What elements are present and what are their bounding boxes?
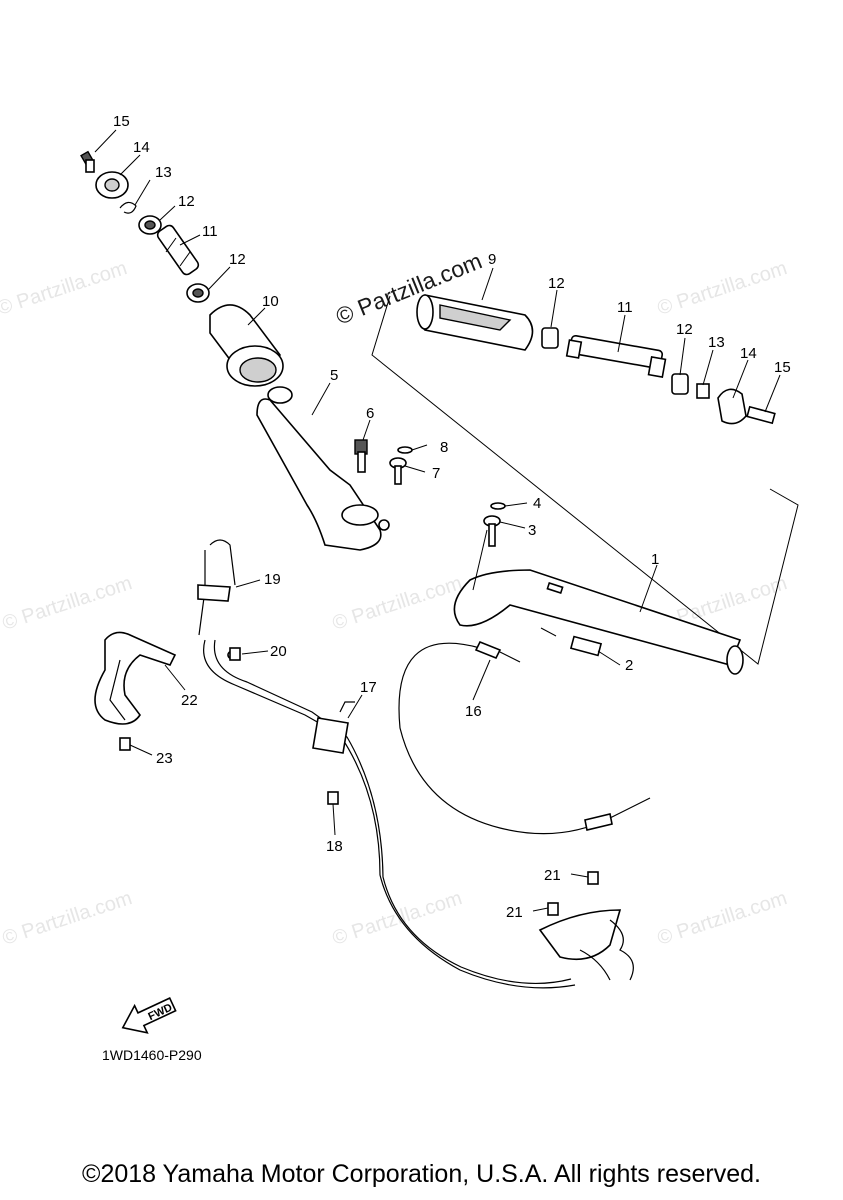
fwd-label: FWD	[146, 1002, 174, 1023]
callout-9: 9	[488, 251, 496, 268]
watermark-faint: © Partzilla.com	[655, 257, 790, 320]
watermark-faint: © Partzilla.com	[655, 887, 790, 950]
bolt-2	[569, 635, 603, 657]
right-grip-parts	[416, 294, 776, 425]
throttle-grip-10	[209, 304, 284, 387]
callout-11-left: 11	[202, 223, 218, 240]
bar-end-14-left	[95, 171, 129, 199]
watermark-faint: © Partzilla.com	[0, 257, 130, 320]
callout-12-right-b: 12	[676, 321, 693, 338]
screw-15-left	[80, 150, 95, 173]
cable-16	[398, 640, 651, 835]
pin-6	[354, 439, 368, 473]
callout-23: 23	[156, 750, 173, 767]
nut-12-left-b	[186, 283, 210, 303]
callout-15-left: 15	[113, 113, 130, 130]
callout-14-left: 14	[133, 139, 150, 156]
exploded-box	[371, 295, 799, 665]
nut-12-right-a	[541, 327, 559, 349]
fwd-arrow: FWD	[121, 997, 177, 1034]
callout-13-left: 13	[155, 164, 172, 181]
nut-12-right-b	[671, 373, 689, 395]
watermark-faint: © Partzilla.com	[330, 887, 465, 950]
callout-16: 16	[465, 703, 482, 720]
callout-22: 22	[181, 692, 198, 709]
callout-6: 6	[366, 405, 374, 422]
weight-11-right	[565, 334, 667, 379]
callout-5: 5	[330, 367, 338, 384]
callout-12-left-b: 12	[229, 251, 246, 268]
clip-13-right	[696, 383, 710, 399]
watermark-faint: © Partzilla.com	[330, 572, 465, 635]
leader-lines	[94, 129, 781, 912]
handlebar-1	[453, 502, 744, 675]
callout-20: 20	[270, 643, 287, 660]
screw-15-right	[746, 405, 776, 425]
copyright-notice: ©2018 Yamaha Motor Corporation, U.S.A. A…	[82, 1160, 761, 1188]
callout-11-right: 11	[617, 299, 633, 316]
callout-13-right: 13	[708, 334, 725, 351]
faint-watermarks: © Partzilla.com © Partzilla.com © Partzi…	[0, 257, 790, 950]
nut-12-left-a	[138, 215, 162, 235]
bolt-3	[483, 515, 501, 547]
screw-23	[119, 737, 131, 751]
callout-2: 2	[625, 657, 633, 674]
screw-18	[327, 791, 339, 805]
bracket-22	[94, 631, 339, 805]
weight-11-left	[156, 224, 200, 276]
callout-3: 3	[528, 522, 536, 539]
callout-10: 10	[262, 293, 279, 310]
callout-4: 4	[533, 495, 541, 512]
callout-21-lower: 21	[506, 904, 523, 921]
washer-8	[397, 446, 413, 454]
watermark-faint: © Partzilla.com	[0, 572, 135, 635]
callout-18: 18	[326, 838, 343, 855]
callout-21-upper: 21	[544, 867, 561, 884]
callout-8: 8	[440, 439, 448, 456]
callout-15-right: 15	[774, 359, 791, 376]
callout-12-left-a: 12	[178, 193, 195, 210]
callout-12-right-a: 12	[548, 275, 565, 292]
throttle-cable-assembly	[197, 539, 634, 989]
clip-13-left	[119, 201, 137, 214]
callout-17: 17	[360, 679, 377, 696]
left-grip-parts	[80, 150, 284, 387]
callout-7: 7	[432, 465, 440, 482]
callouts: 1 2 3 4 5 6 7 8 9 10 11 11 12 12 12 12 1…	[113, 113, 791, 921]
handlebar-5	[256, 386, 413, 551]
screw-20	[229, 647, 241, 661]
bar-end-14-right	[717, 388, 747, 425]
diagram-code: 1WD1460-P290	[102, 1047, 202, 1063]
bolt-7-left	[389, 457, 407, 485]
callout-19: 19	[264, 571, 281, 588]
washer-4	[490, 502, 506, 510]
watermark-faint: © Partzilla.com	[0, 887, 135, 950]
callout-1: 1	[651, 551, 659, 568]
callout-14-right: 14	[740, 345, 757, 362]
grip-9	[416, 294, 534, 351]
